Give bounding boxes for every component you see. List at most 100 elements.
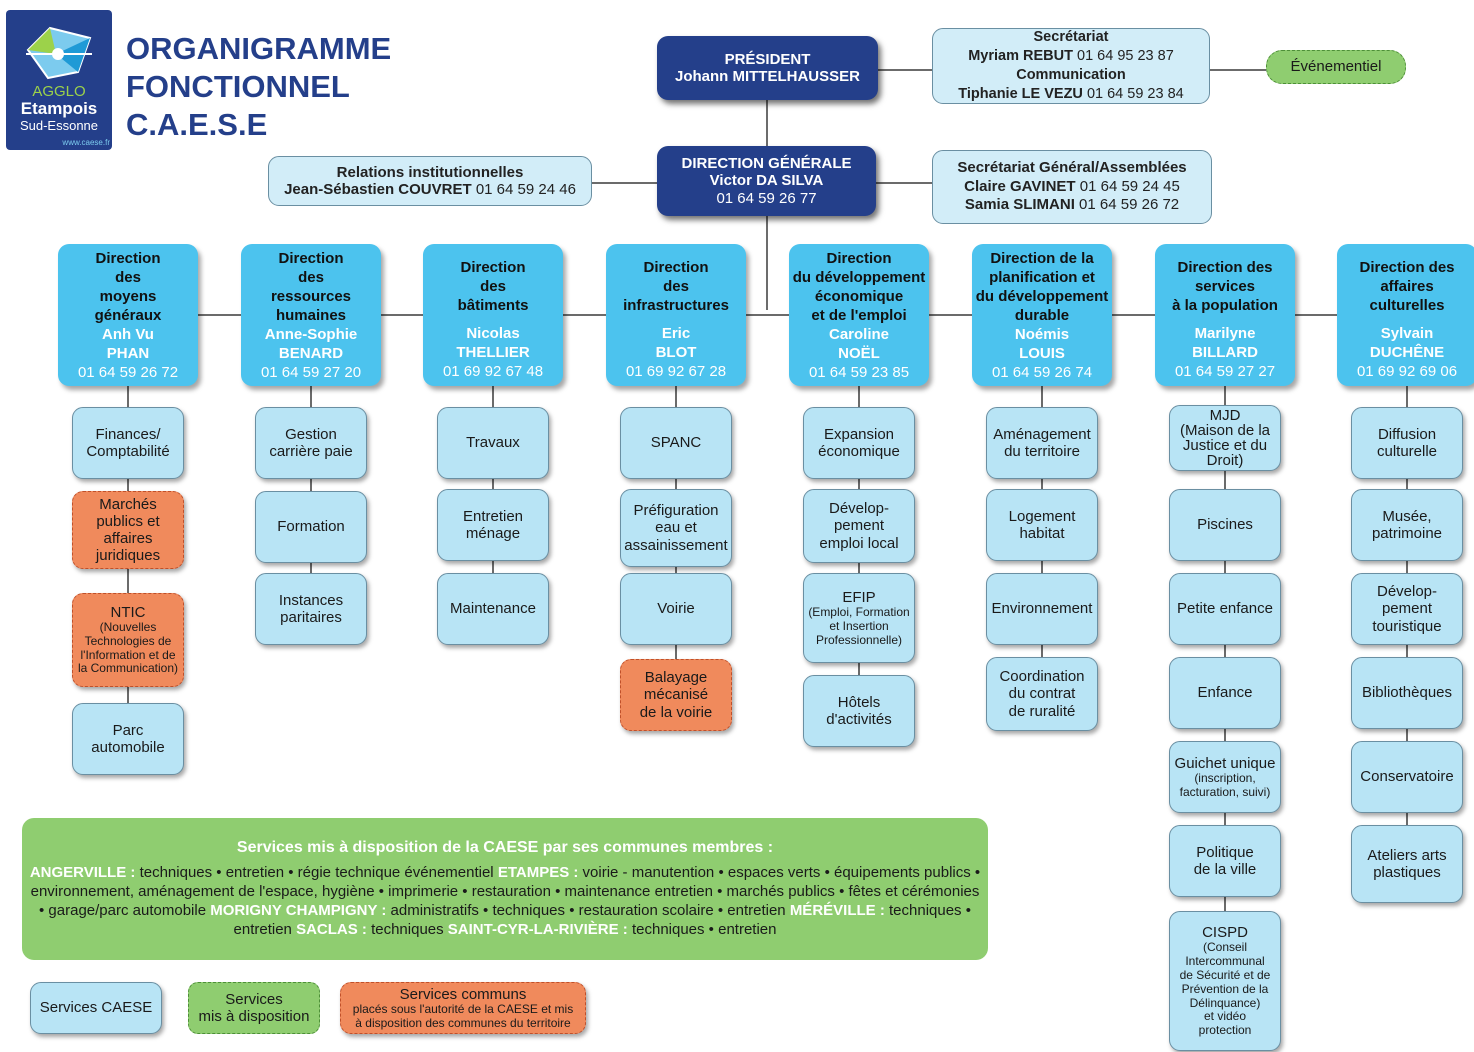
service-label-line: Aménagement [993, 425, 1091, 443]
service-label-line: Finances/ [95, 425, 161, 443]
commune-name: MORIGNY CHAMPIGNY : [210, 902, 387, 919]
legend-caese-label: Services CAESE [39, 999, 153, 1017]
service-label-line: Coordination [999, 668, 1085, 686]
service-box[interactable]: Maintenance [437, 573, 549, 645]
service-box[interactable]: SPANC [620, 407, 732, 479]
service-label-line: CISPD [1202, 924, 1248, 942]
service-label-line: de la ville [1193, 861, 1257, 878]
direction-title-line: Direction [826, 249, 892, 267]
service-box[interactable]: Conservatoire [1351, 741, 1463, 813]
service-label-line: Prévention de la [1181, 981, 1269, 996]
service-box[interactable]: Guichet unique(inscription,facturation, … [1169, 741, 1281, 813]
service-box[interactable]: Petite enfance [1169, 573, 1281, 645]
commune-services: techniques • entretien • régie technique… [135, 864, 498, 881]
service-label-line: touristique [1372, 617, 1442, 635]
service-label-line: culturelle [1376, 443, 1438, 460]
service-label-line: Marchés [99, 495, 157, 513]
service-box[interactable]: Environnement [986, 573, 1098, 645]
director-last-name: THELLIER [456, 344, 530, 361]
director-last-name: NOËL [838, 344, 880, 362]
direction-title-line: Direction des [1177, 259, 1273, 276]
service-label-line: pement [1381, 600, 1433, 618]
service-box[interactable]: Formation [255, 491, 367, 563]
service-label-line: carrière paie [269, 443, 353, 460]
direction-title-line: Direction [643, 259, 709, 276]
relations-box[interactable]: Relations institutionnelles Jean-Sébasti… [268, 156, 592, 206]
director-phone: 01 64 59 27 20 [260, 363, 362, 381]
secretariat-box[interactable]: Secrétariat Myriam REBUT 01 64 95 23 87 … [932, 28, 1210, 104]
service-box[interactable]: Travaux [437, 407, 549, 479]
director-phone: 01 69 92 69 06 [1356, 363, 1458, 380]
service-box[interactable]: Enfance [1169, 657, 1281, 729]
service-label-line: Hôtels [837, 693, 881, 711]
direction-title-line: ressources [270, 287, 352, 305]
service-label-line: publics et [96, 512, 160, 530]
sg-title: Secrétariat Général/Assemblées [957, 158, 1187, 176]
director-last-name: DUCHÊNE [1369, 344, 1445, 361]
agglo-logo[interactable]: AGGLO Etampois Sud-Essonne www.caese.fr [6, 10, 112, 150]
president-title: PRÉSIDENT [724, 50, 811, 68]
direction-title-line: à la population [1172, 297, 1278, 314]
service-box[interactable]: Bibliothèques [1351, 657, 1463, 729]
service-box[interactable]: Piscines [1169, 489, 1281, 561]
director-first-name: Anne-Sophie [264, 325, 358, 343]
commune-name: SACLAS : [296, 921, 367, 938]
president-box[interactable]: PRÉSIDENT Johann MITTELHAUSSER [657, 36, 878, 100]
service-label-line: et vidéo [1203, 1009, 1247, 1024]
direction-title-line: moyens [99, 287, 157, 305]
service-box[interactable]: Finances/Comptabilité [72, 407, 184, 479]
service-label-line: de ruralité [1008, 702, 1076, 720]
commune-name: MÉRÉVILLE : [789, 902, 885, 919]
director-last-name: BILLARD [1192, 344, 1258, 361]
service-label-line: protection [1198, 1023, 1252, 1038]
service-box[interactable]: Musée,patrimoine [1351, 489, 1463, 561]
director-first-name: Marilyne [1194, 325, 1256, 342]
direction-title-line: et de l'emploi [811, 306, 907, 324]
communication-line: Tiphanie LE VEZU 01 64 59 23 84 [958, 85, 1184, 102]
director-last-name: BLOT [655, 344, 697, 361]
service-label-line: Droit) [1206, 452, 1244, 469]
service-box[interactable]: Voirie [620, 573, 732, 645]
direction-title-line: des [480, 278, 506, 295]
commune-services: techniques • entretien [627, 921, 777, 938]
direction-title-line: Direction des [1359, 259, 1455, 276]
legend-mad-line2: mis à disposition [198, 1008, 310, 1025]
direction-generale-box[interactable]: DIRECTION GÉNÉRALE Victor DA SILVA 01 64… [657, 146, 876, 216]
service-label-line: Parc [112, 721, 144, 739]
service-label-line: (Emploi, Formation [808, 604, 910, 619]
communes-text: ANGERVILLE : techniques • entretien • ré… [28, 863, 982, 939]
dg-phone: 01 64 59 26 77 [716, 189, 817, 207]
evenementiel-box[interactable]: Événementiel [1266, 50, 1406, 84]
service-label-line: Enfance [1197, 684, 1253, 702]
secretariat-general-box[interactable]: Secrétariat Général/Assemblées Claire GA… [932, 150, 1212, 224]
